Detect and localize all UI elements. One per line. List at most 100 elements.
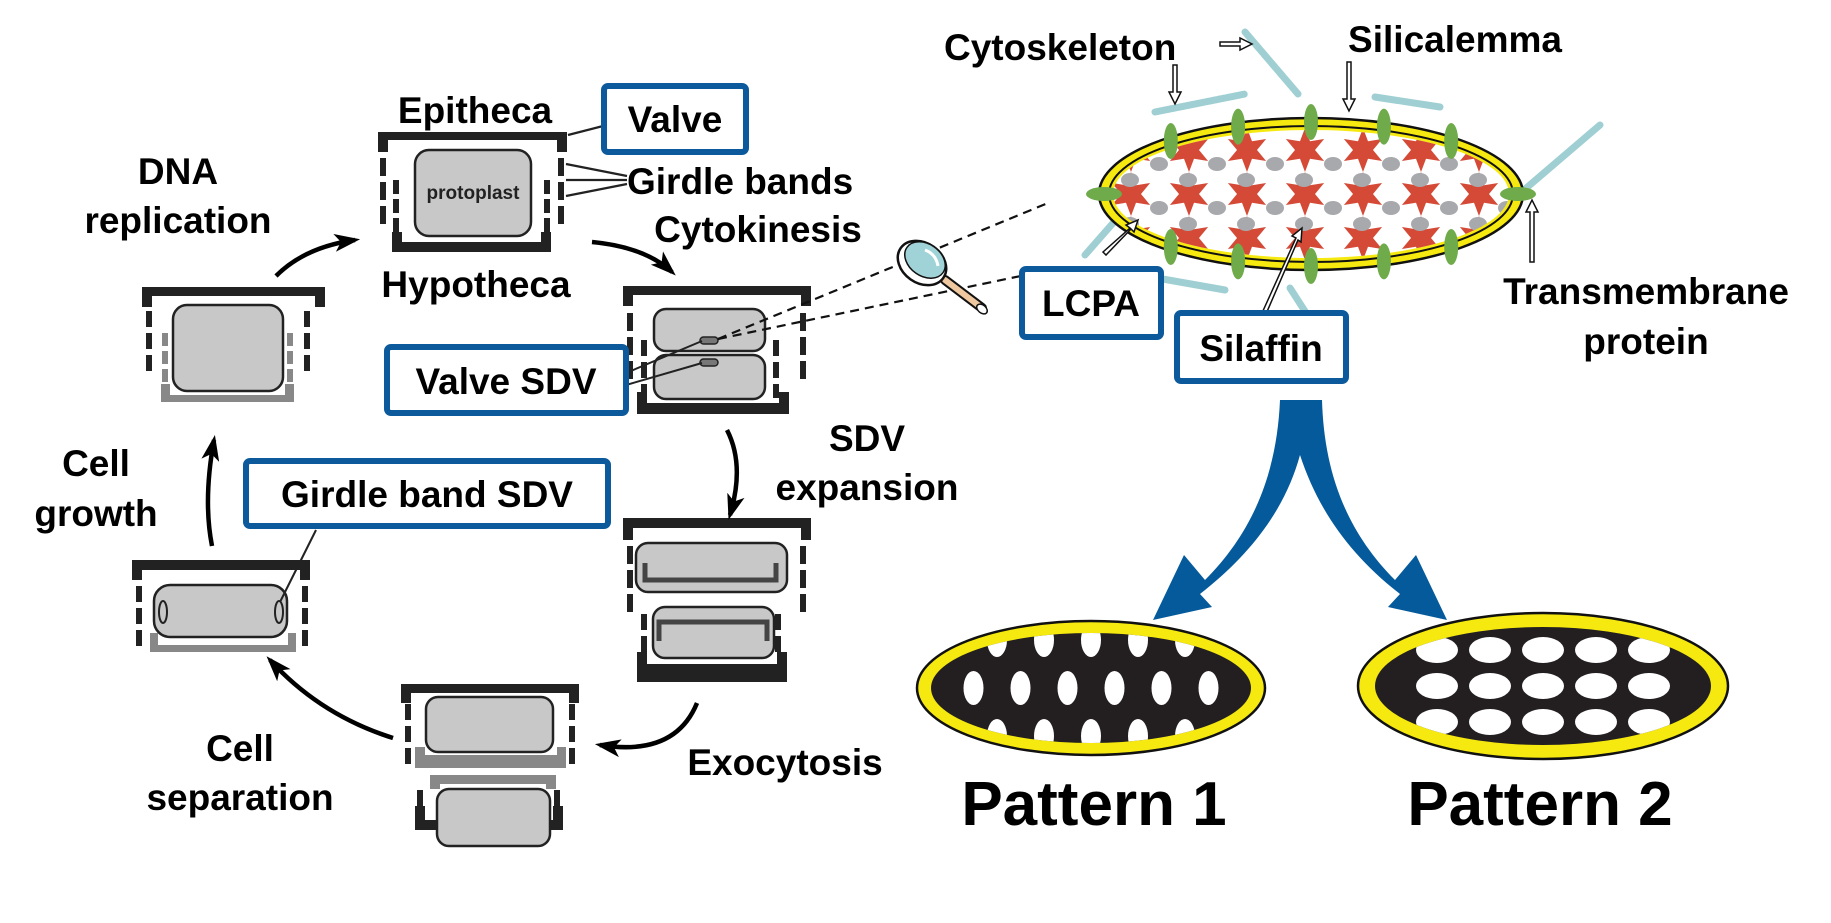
transmembrane-protein [1163, 123, 1178, 159]
exocytosis-label: Exocytosis [687, 742, 882, 783]
arrow-to-dna-replication [201, 434, 220, 547]
pore [1522, 637, 1564, 663]
zoom-indicator [717, 201, 1049, 341]
silaffin-star [1169, 172, 1209, 216]
hypotheca-valve [392, 232, 551, 252]
pattern-1-label: Pattern 1 [961, 770, 1226, 839]
silaffin-star [1285, 216, 1325, 258]
transmembrane-label-2: protein [1583, 321, 1708, 362]
transmembrane-protein [1304, 104, 1318, 140]
transmembrane-protein [1304, 248, 1318, 284]
lcpa-dot [1295, 173, 1313, 187]
protoplast-label: protoplast [427, 183, 521, 204]
lcpa-dot [1411, 173, 1429, 187]
lcpa-dot [1208, 157, 1226, 171]
lcpa-dot [1237, 217, 1255, 231]
lcpa-arrow [1101, 218, 1140, 257]
cell-growth-label-1: Cell [62, 443, 130, 484]
pore [1057, 671, 1078, 705]
pore [1469, 637, 1511, 663]
girdle-band-sdv-pointer [279, 529, 317, 603]
transmembrane-proteins [1086, 104, 1536, 284]
transmembrane-label-1: Transmembrane [1503, 271, 1789, 312]
pore [1522, 673, 1564, 699]
silaffin-star [1343, 130, 1383, 172]
silaffin-star [1227, 216, 1267, 258]
lcpa-dot [1266, 157, 1284, 171]
pattern-2-pores [1416, 637, 1670, 735]
hypotheca-girdle [393, 180, 550, 232]
lcpa-dot [1179, 217, 1197, 231]
pore [1128, 719, 1148, 743]
transmembrane-protein [1376, 243, 1391, 280]
silaffin-star [1285, 172, 1325, 216]
dna-replication-label-2: replication [84, 200, 271, 241]
lcpa-dot [1295, 217, 1313, 231]
girdle-bands-label: Girdle bands [627, 161, 853, 202]
transmembrane-protein [1086, 187, 1122, 201]
cell-separation-label-2: separation [146, 777, 333, 818]
silaffin-arrow [1260, 226, 1303, 315]
lcpa-dot [1266, 201, 1284, 215]
pore [1081, 719, 1101, 743]
arrow-to-interphase [274, 233, 361, 278]
pore [1469, 673, 1511, 699]
silaffin-star [1227, 130, 1267, 172]
arrow-to-sdv-expansion [724, 428, 745, 520]
cell-sdv-expansion [623, 518, 811, 682]
split-arrow [1153, 400, 1447, 620]
pointer-lines-top [565, 124, 628, 198]
epitheca-valve [378, 132, 567, 152]
silaffin-star [1459, 172, 1499, 216]
transmembrane-protein [1231, 243, 1246, 280]
arrow-to-cell-growth [266, 656, 394, 741]
pore [1416, 709, 1458, 735]
protoplast [171, 303, 285, 393]
pore [1081, 633, 1101, 657]
cell-separation-label-1: Cell [206, 728, 274, 769]
pattern-2-label: Pattern 2 [1407, 770, 1672, 839]
arrow-to-exocytosis [594, 702, 700, 758]
silaffin-label-box: Silaffin [1174, 310, 1349, 384]
lcpa-dot [1440, 201, 1458, 215]
cytoskeleton-arrow [1219, 36, 1254, 52]
girdle-band-sdv-label: Girdle band SDV [281, 474, 573, 515]
cytoskeleton-down-arrow [1167, 64, 1183, 106]
silaffin-star [1285, 130, 1325, 172]
lcpa-dot [1353, 217, 1371, 231]
cell-girdle-band-sdv [132, 560, 310, 652]
silaffin-star [1169, 130, 1209, 172]
lcpa-dot [1324, 201, 1342, 215]
pore [963, 671, 984, 705]
lcpa-dot [1440, 157, 1458, 171]
pore [1010, 671, 1031, 705]
valve-label: Valve [628, 99, 723, 140]
label-arrows [1101, 36, 1540, 315]
cell-cytokinesis [623, 286, 811, 414]
lcpa-dot [1469, 173, 1487, 187]
lcpa-dot [1237, 173, 1255, 187]
valve-sdv-pointers [625, 340, 703, 386]
transmembrane-protein [1231, 108, 1246, 145]
cell-separation-cell [401, 684, 579, 848]
silaffin-star [1343, 172, 1383, 216]
silaffin-star [1169, 216, 1209, 258]
lcpa-label-box: LCPA [1019, 266, 1164, 340]
transmembrane-protein [1500, 187, 1536, 201]
pore [1416, 637, 1458, 663]
silaffin-star [1518, 216, 1556, 260]
pore [1575, 673, 1617, 699]
cell-cycle: protoplast Epitheca Hypotheca Valve Gird… [34, 83, 959, 848]
lcpa-dot [1092, 157, 1110, 171]
pore [1575, 637, 1617, 663]
silaffin-star [1401, 130, 1441, 172]
sdv-expansion-label-1: SDV [829, 418, 905, 459]
cycle-arrows [201, 233, 745, 758]
pore [1104, 671, 1125, 705]
valve-sdv-label-box: Valve SDV [384, 344, 629, 416]
lcpa-dot [1382, 157, 1400, 171]
pore [1034, 719, 1054, 743]
cytokinesis-label: Cytokinesis [654, 209, 862, 250]
pore [1575, 709, 1617, 735]
pore [1128, 633, 1148, 657]
